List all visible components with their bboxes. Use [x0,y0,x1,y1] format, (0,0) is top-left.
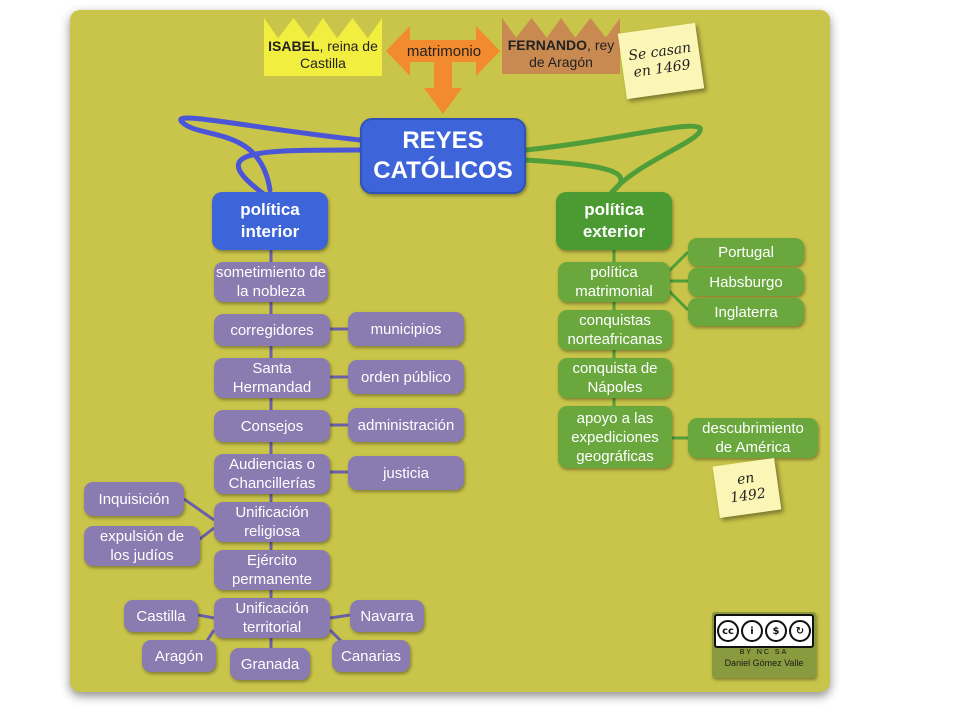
interior-item-ejercito: Ejército permanente [214,550,330,590]
religion-expulsion: expulsión de los judíos [84,526,200,566]
attribution-icon: i [741,620,763,642]
note-1492: en 1492 [712,457,782,519]
exterior-item-napoles: conquista de Nápoles [558,358,672,398]
side-municipios: municipios [348,312,464,346]
interior-item-corregidores: corregidores [214,314,330,346]
concept-map-board [70,10,830,692]
matrimonio-label: matrimonio [406,43,482,60]
sharealike-icon: ↻ [789,620,811,642]
politica-exterior-node: política exterior [556,192,672,250]
interior-item-santa-hermandad: Santa Hermandad [214,358,330,398]
side-orden-publico: orden público [348,360,464,394]
cc-badge: cc i $ ↻ [714,614,814,648]
fernando-title: , rey de Aragón [529,37,615,70]
exterior-item-norteafricanas: conquistas norteafricanas [558,310,672,350]
country-inglaterra: Inglaterra [688,298,804,326]
interior-item-nobleza: sometimiento de la nobleza [214,262,328,302]
country-habsburgo: Habsburgo [688,268,804,296]
territory-navarra: Navarra [350,600,424,632]
note-1469: Se casan en 1469 [617,22,705,100]
isabel-title: , reina de Castilla [300,38,378,71]
cc-terms: BY NC SA [739,649,789,656]
side-administracion: administración [348,408,464,442]
interior-item-audiencias: Audiencias o Chancillerías [214,454,330,494]
cc-license: cc i $ ↻ BY NC SA Daniel Gómez Valle [712,612,816,678]
exterior-item-matrimonial: política matrimonial [558,262,670,302]
interior-item-consejos: Consejos [214,410,330,442]
isabel-name: ISABEL [268,38,320,54]
interior-item-unificacion-religiosa: Unificación religiosa [214,502,330,542]
territory-granada: Granada [230,648,310,680]
noncommercial-icon: $ [765,620,787,642]
territory-canarias: Canarias [332,640,410,672]
side-justicia: justicia [348,456,464,490]
exterior-item-expediciones: apoyo a las expediciones geográficas [558,406,672,468]
country-portugal: Portugal [688,238,804,266]
fernando-name: FERNANDO [507,37,588,53]
religion-inquisicion: Inquisición [84,482,184,516]
territory-castilla: Castilla [124,600,198,632]
descubrimiento-america: descubrimiento de América [688,418,818,458]
author-credit: Daniel Gómez Valle [724,658,804,668]
reyes-catolicos-node: REYES CATÓLICOS [360,118,526,194]
politica-interior-node: política interior [212,192,328,250]
interior-item-unificacion-territorial: Unificación territorial [214,598,330,638]
cc-icon: cc [717,620,739,642]
territory-aragon: Aragón [142,640,216,672]
